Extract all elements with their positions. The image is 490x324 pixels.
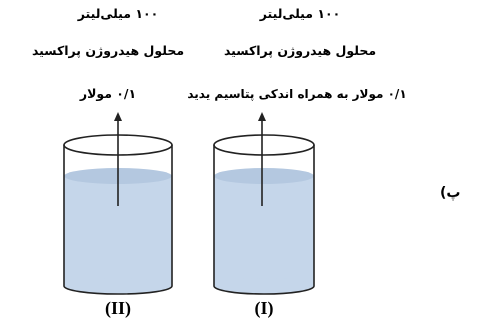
beaker-i-caption-volume: ۱۰۰ میلی‌لیتر [259, 6, 341, 21]
part-label: پ) [440, 185, 461, 201]
beaker-ii-gas-arrow-head [114, 112, 122, 121]
beaker-ii-caption-volume: ۱۰۰ میلی‌لیتر [77, 6, 159, 21]
beaker-ii-bottom [64, 278, 172, 294]
beaker-i-caption-concentration: ۰/۱ مولار به همراه اندکی پتاسیم یدید [187, 87, 407, 101]
beaker-ii-numeral: (II) [105, 298, 131, 318]
beaker-i-bottom-outline [213, 285, 315, 295]
beaker-i-gas-arrow-head [258, 112, 266, 121]
beaker-i-bottom [214, 278, 314, 294]
beaker-ii-bottom-outline [63, 285, 173, 295]
beaker-i-rim [213, 134, 315, 156]
beaker-ii [63, 112, 173, 295]
beaker-i-liquid [214, 176, 314, 286]
beaker-ii-caption-solution: محلول هیدروژن پراکسید [31, 43, 185, 58]
beaker-i [213, 112, 315, 295]
beaker-i-liquid-surface [214, 168, 314, 184]
beaker-i-numeral: (I) [254, 298, 274, 318]
beaker-i-caption-solution: محلول هیدروژن پراکسید [223, 43, 377, 58]
beaker-ii-caption-concentration: ۰/۱ مولار [79, 86, 137, 101]
